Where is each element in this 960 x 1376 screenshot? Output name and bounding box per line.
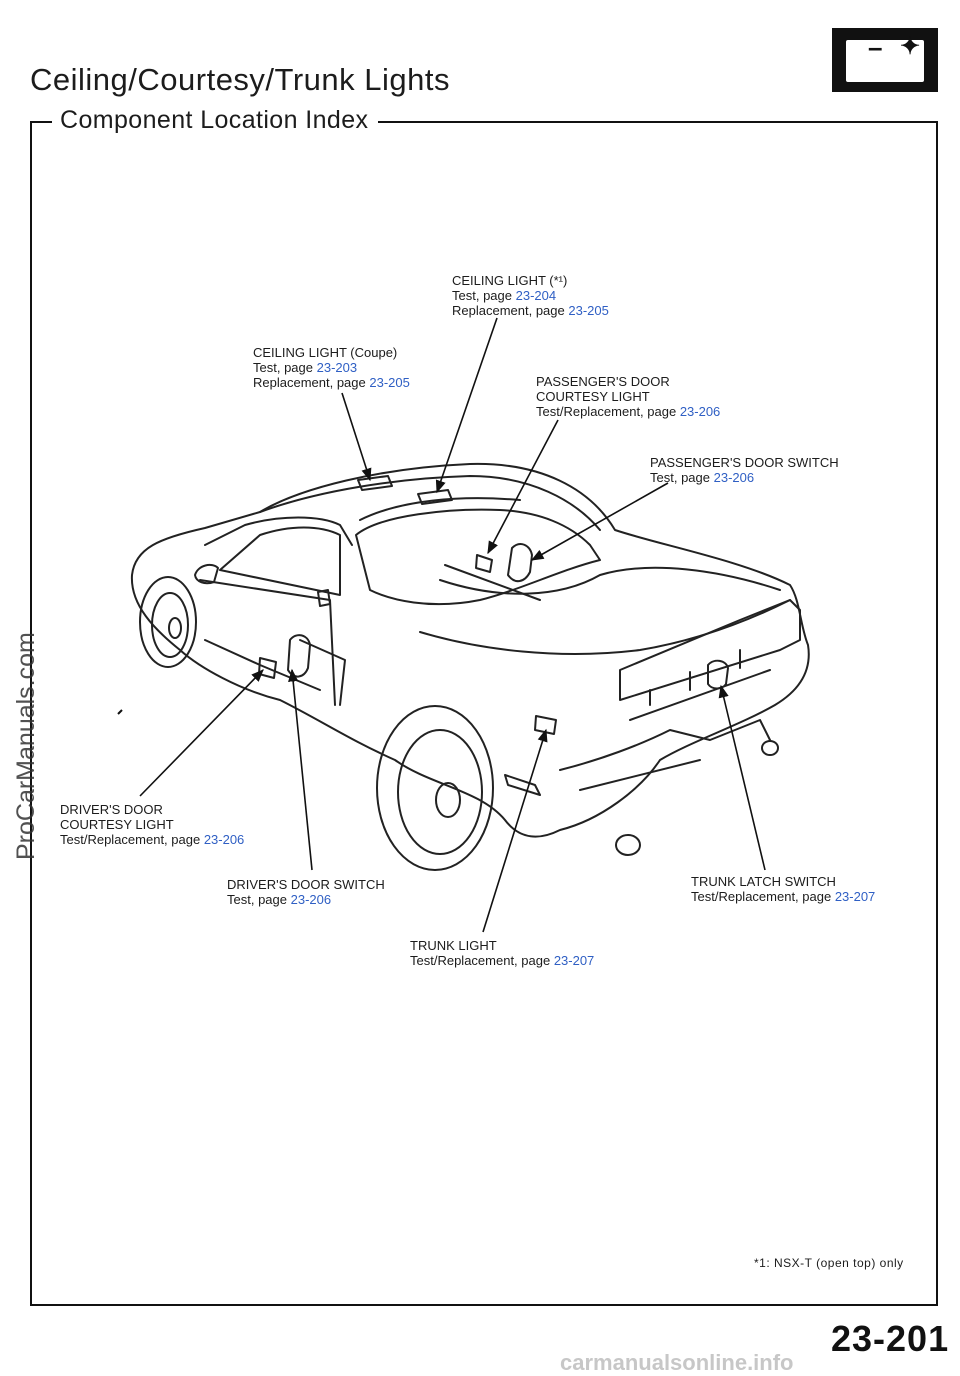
page-link[interactable]: 23-203: [316, 360, 358, 375]
page-link[interactable]: 23-207: [553, 953, 595, 968]
page-link[interactable]: 23-204: [515, 288, 557, 303]
page-link[interactable]: 23-205: [568, 303, 609, 318]
page-link[interactable]: 23-207: [834, 889, 876, 904]
label-driver-door-switch: DRIVER'S DOOR SWITCH Test, page 23-206: [227, 877, 385, 907]
battery-icon: – ✦: [832, 28, 938, 92]
label-driver-door-courtesy-light: DRIVER'S DOOR COURTESY LIGHT Test/Replac…: [60, 802, 245, 847]
watermark-bottom: carmanualsonline.info: [560, 1350, 794, 1375]
label-ceiling-light-coupe: CEILING LIGHT (Coupe) Test, page 23-203 …: [253, 345, 410, 390]
watermark-side: ProCarManuals.com: [12, 632, 40, 860]
label-passenger-door-courtesy-light: PASSENGER'S DOOR COURTESY LIGHT Test/Rep…: [536, 374, 721, 419]
frame-line: [378, 121, 938, 123]
page-link[interactable]: 23-206: [203, 832, 245, 847]
section-subtitle: Component Location Index: [60, 106, 369, 134]
frame-line: [30, 121, 32, 1306]
label-trunk-light: TRUNK LIGHT Test/Replacement, page 23-20…: [410, 938, 595, 968]
frame-line: [30, 121, 52, 123]
page-link[interactable]: 23-206: [290, 892, 332, 907]
page-link[interactable]: 23-206: [713, 470, 755, 485]
footnote: *1: NSX-T (open top) only: [754, 1256, 904, 1270]
label-trunk-latch-switch: TRUNK LATCH SWITCH Test/Replacement, pag…: [691, 874, 876, 904]
label-passenger-door-switch: PASSENGER'S DOOR SWITCH Test, page 23-20…: [650, 455, 839, 485]
frame-line: [936, 121, 938, 1306]
page-number: 23-201: [831, 1318, 950, 1359]
page-title: Ceiling/Courtesy/Trunk Lights: [30, 62, 450, 97]
page-link[interactable]: 23-206: [679, 404, 721, 419]
page-link[interactable]: 23-205: [369, 375, 410, 390]
frame-line: [30, 1304, 938, 1306]
label-ceiling-light-open-top: CEILING LIGHT (*¹) Test, page 23-204 Rep…: [452, 273, 609, 318]
